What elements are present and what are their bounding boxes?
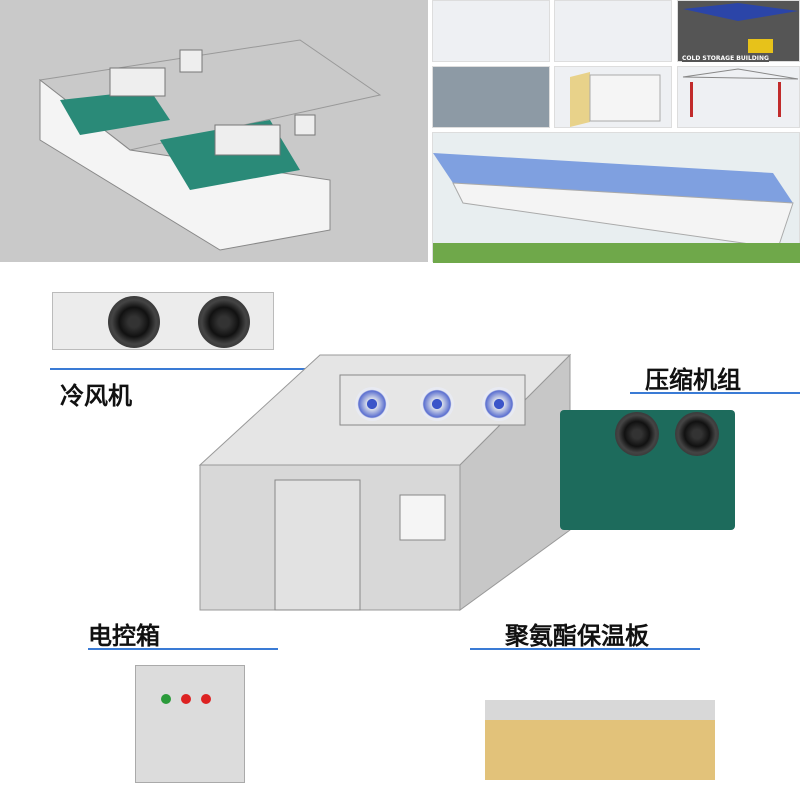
fan-icon: [482, 387, 516, 421]
control-box-label: 电控箱: [88, 622, 160, 650]
thumb-cold-room-3d: [554, 0, 672, 62]
fan-icon: [675, 412, 719, 456]
compressor-unit-image: [560, 410, 735, 530]
insulation-panel-image: [485, 700, 715, 780]
fan-icon: [355, 387, 389, 421]
control-box-image: [135, 665, 245, 783]
insulation-panel-label: 聚氨酯保温板: [505, 622, 649, 650]
evaporator-leader-line: [50, 368, 340, 370]
thumb-panel-room: [554, 66, 672, 128]
cold-room-illustration: [198, 353, 572, 611]
thumb-warehouse-layout: [432, 66, 550, 128]
compressor-unit-label: 压缩机组: [645, 366, 741, 394]
fan-icon: [420, 387, 454, 421]
cold-storage-building-caption: COLD STORAGE BUILDING: [682, 55, 769, 62]
thumb-cold-storage-building: COLD STORAGE BUILDING: [677, 0, 800, 62]
thumb-steel-structure: [677, 66, 800, 128]
insulation-panel-leader-line: [470, 648, 700, 650]
compressor-leader-line: [630, 392, 800, 394]
thumb-long-cold-storage: [432, 132, 800, 263]
fan-icon: [198, 296, 250, 348]
evaporator-image: [52, 292, 274, 350]
fan-icon: [108, 296, 160, 348]
fan-icon: [615, 412, 659, 456]
thumb-cold-room-dimensions: [432, 0, 550, 62]
evaporator-label: 冷风机: [60, 382, 132, 410]
floor-plan-drawing: [38, 39, 382, 251]
floor-plan-rendering: [0, 0, 428, 262]
control-box-leader-line: [88, 648, 278, 650]
